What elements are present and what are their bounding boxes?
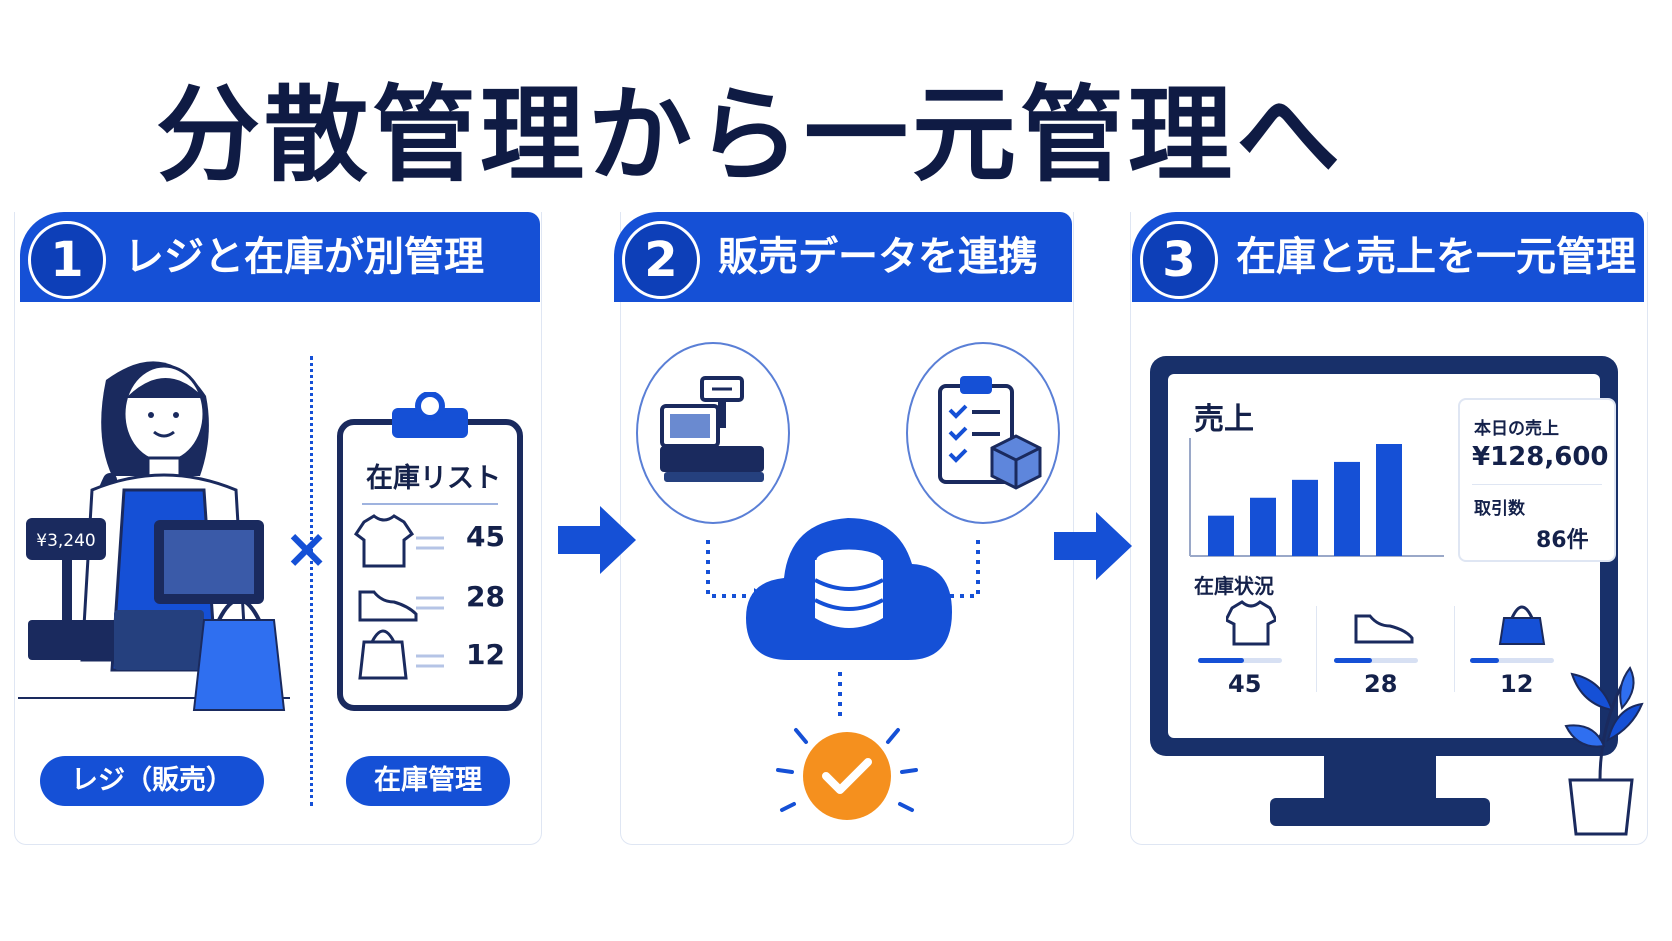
transactions-value: 86件 [1536,528,1589,553]
sales-bar [1376,444,1402,556]
inventory-count-shoe: 28 [466,580,505,613]
step-3-label: 在庫と売上を一元管理 [1236,234,1636,280]
stock-level-fill [1334,658,1372,663]
step-1-label: レジと在庫が別管理 [124,234,484,280]
register-price-display: ¥3,240 [36,531,95,551]
cashier-illustration: ¥3,240 [18,361,290,711]
arrow-right-icon [1054,512,1132,580]
today-sales-label: 本日の売上 [1474,419,1559,439]
inventory-count-tshirt: 45 [466,520,505,553]
stock-item-bag: 12 [1460,600,1586,700]
clipboard-title: 在庫リスト [366,463,501,494]
step-3-number: 3 [1140,221,1218,299]
monitor-screen: 売上 本日の売上 ¥128,600 取引数 86件 在庫状況 45 [1150,356,1618,756]
dashboard: 売上 本日の売上 ¥128,600 取引数 86件 在庫状況 45 [1168,374,1616,738]
checklist-box-icon [938,376,1042,490]
monitor-stand [1270,754,1490,826]
divider-line [310,356,313,806]
stock-level-track [1470,658,1554,663]
plant-icon [1564,666,1644,836]
sales-bar [1250,497,1276,556]
stock-level-fill [1470,658,1500,663]
sales-bar [1292,479,1318,556]
arrow-right-icon [558,506,636,574]
pos-register-icon [660,376,764,482]
stock-count-bag: 12 [1500,670,1534,698]
check-success-icon [776,728,918,820]
sales-title: 売上 [1194,402,1254,437]
step-3-header: 3 在庫と売上を一元管理 [1132,212,1644,302]
step-2-number: 2 [622,221,700,299]
step-2-label: 販売データを連携 [718,234,1038,280]
stock-item-tshirt: 45 [1188,600,1314,700]
stock-level-track [1198,658,1282,663]
page-title: 分散管理から一元管理へ [155,74,1344,196]
inventory-count-bag: 12 [466,638,505,671]
clipboard-icon [337,392,523,711]
register-label: レジ（販売） [40,756,264,806]
tshirt-icon [1226,600,1276,646]
stock-level-track [1334,658,1418,663]
stock-count-tshirt: 45 [1228,670,1262,698]
cloud-database-icon [746,518,952,660]
cross-icon: × [284,517,330,580]
stock-count-shoe: 28 [1364,670,1398,698]
stock-level-fill [1198,658,1245,663]
shoe-icon [1354,614,1414,644]
step-1-header: 1 レジと在庫が別管理 [20,212,540,302]
step-2-header: 2 販売データを連携 [614,212,1072,302]
sales-bar-chart [1189,438,1444,557]
sales-summary-card: 本日の売上 ¥128,600 取引数 86件 [1458,398,1616,562]
inventory-label: 在庫管理 [346,756,510,806]
stock-title: 在庫状況 [1194,574,1274,598]
bag-icon [1498,605,1546,645]
stock-item-shoe: 28 [1324,600,1450,700]
step-1-number: 1 [28,221,106,299]
transactions-label: 取引数 [1474,499,1525,519]
sales-bar [1208,515,1234,556]
today-sales-value: ¥128,600 [1472,442,1609,472]
sales-bar [1334,461,1360,556]
